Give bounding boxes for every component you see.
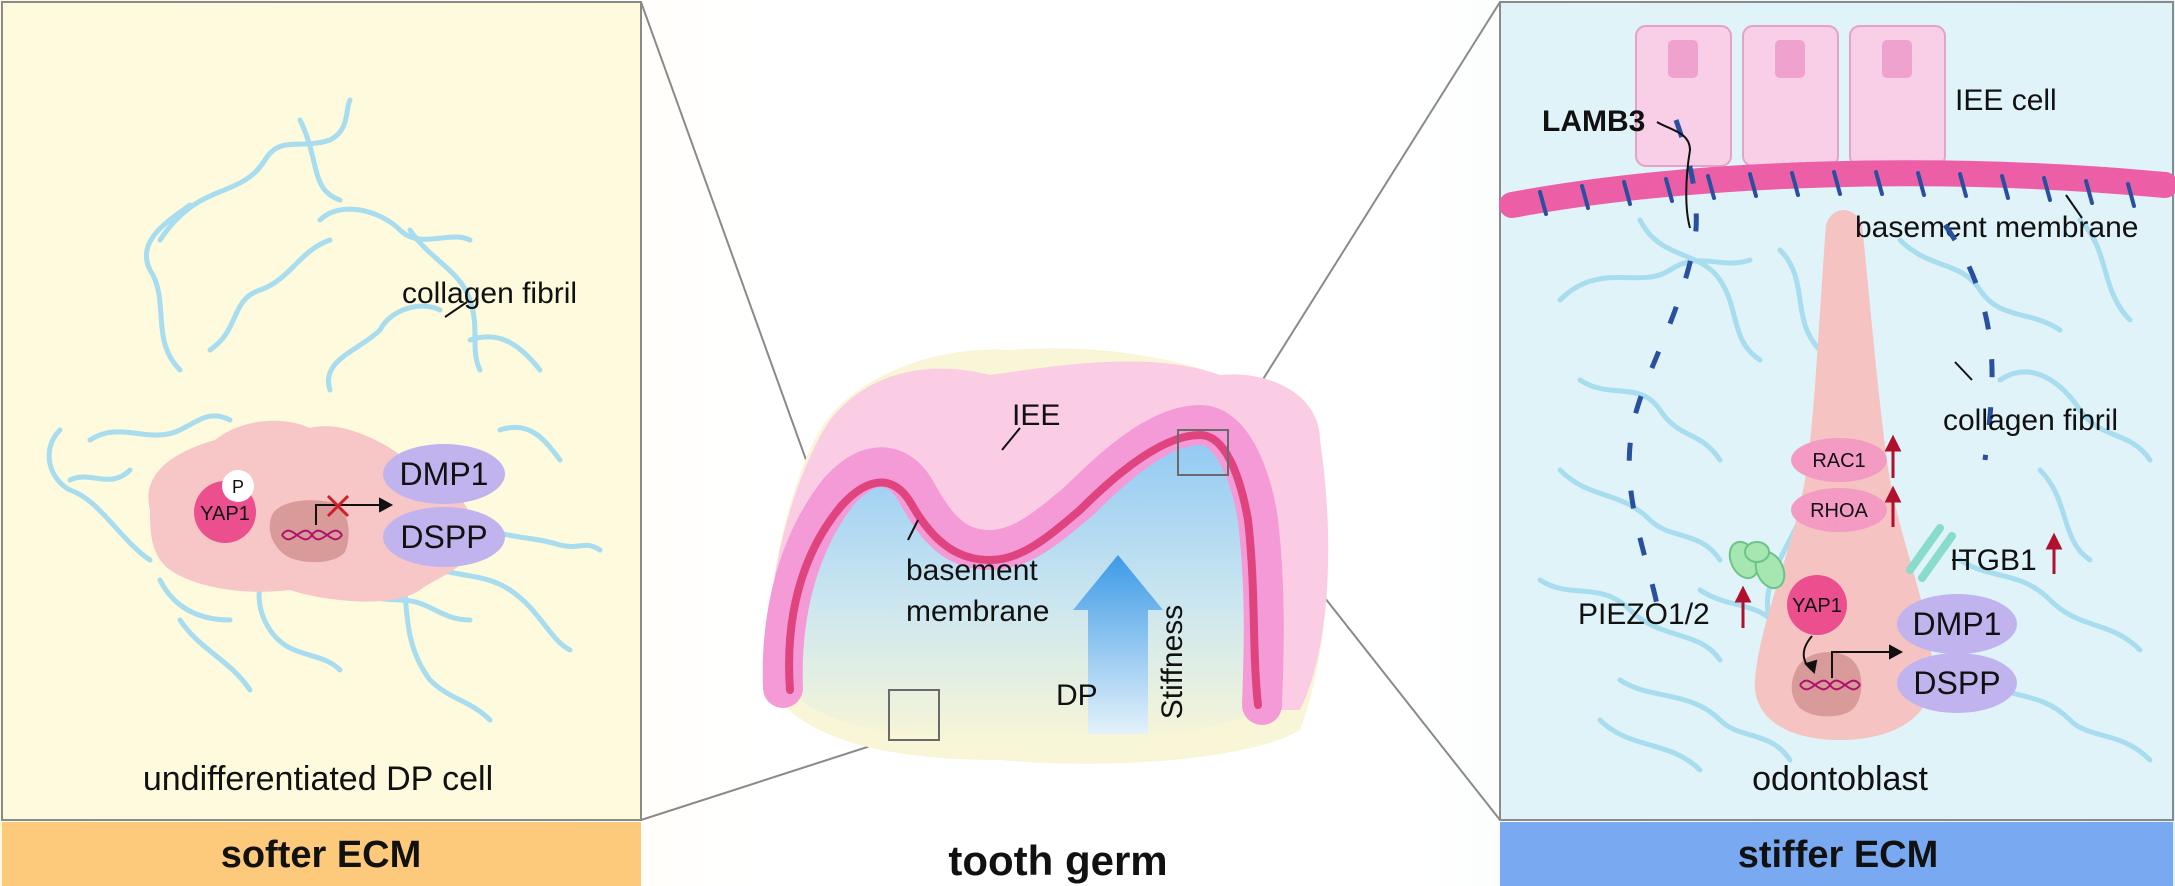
left-dspp-label: DSPP <box>400 519 487 555</box>
center-iee-label: IEE <box>1012 399 1060 432</box>
laminin-ticks-on-membrane <box>1538 170 2136 216</box>
iee-cell-row <box>1635 25 1946 167</box>
right-caption: odontoblast <box>1752 760 1928 798</box>
left-transcription-arrow <box>315 497 394 525</box>
itgb1-label: ITGB1 <box>1950 544 2037 577</box>
left-dmp1-bubble <box>383 444 505 504</box>
left-dmp1-label: DMP1 <box>400 456 489 492</box>
rac1-label: RAC1 <box>1812 450 1865 472</box>
itgb1-up-arrow-icon <box>2045 532 2063 574</box>
right-footer-bar <box>1500 822 2173 886</box>
left-caption: undifferentiated DP cell <box>143 760 493 798</box>
lamb3-pointer <box>1656 121 1692 229</box>
left-yap1-label: YAP1 <box>200 503 250 525</box>
rhoa-up-arrow-icon <box>1884 485 1902 527</box>
center-basement-membrane <box>785 430 1262 709</box>
right-collagen-label: collagen fibril <box>1943 404 2118 437</box>
rac1-bubble <box>1791 438 1887 482</box>
left-phospho-label: P <box>232 477 244 497</box>
stiffness-arrow <box>1073 555 1163 734</box>
zoom-line-right-top <box>1227 1 1501 436</box>
stiffness-label: Stiffness <box>1156 605 1189 720</box>
zoom-line-left-bottom <box>640 739 890 821</box>
right-dspp-bubble <box>1897 653 2017 713</box>
lamb3-dashed-fibers <box>1626 119 1995 621</box>
iee-pointer <box>1001 427 1021 451</box>
right-footer-label: stiffer ECM <box>1738 834 1939 876</box>
iee-nucleus-1 <box>1668 40 1698 78</box>
right-yap1-bubble <box>1787 575 1847 635</box>
left-phospho-bubble <box>222 470 254 502</box>
iee-cell-1 <box>1635 25 1732 167</box>
center-footer-label: tooth germ <box>948 837 1167 884</box>
iee-nucleus-2 <box>1775 40 1805 78</box>
center-bm-label-line1: basement <box>906 554 1038 587</box>
piezo-label: PIEZO1/2 <box>1578 598 1710 631</box>
piezo-up-arrow-icon <box>1734 585 1752 628</box>
right-bm-pointer <box>2065 194 2083 219</box>
left-blocked-mark-icon <box>326 494 350 518</box>
left-panel-background <box>1 1 642 821</box>
iee-band <box>762 404 1284 725</box>
right-dspp-label: DSPP <box>1913 665 2000 701</box>
right-dmp1-label: DMP1 <box>1913 606 2002 642</box>
iee-nucleus-3 <box>1882 40 1912 78</box>
left-collagen-pointer <box>444 301 468 318</box>
left-dna-icon <box>281 529 343 541</box>
left-footer-bar <box>2 822 641 886</box>
right-basement-membrane <box>1499 160 2175 218</box>
right-collagen-pointer <box>1954 361 1973 381</box>
right-nucleus <box>1791 652 1862 717</box>
center-panel: Stiffness IEE basement membrane DP tooth… <box>640 1 1501 884</box>
right-lamb3-label: LAMB3 <box>1542 105 1645 138</box>
left-footer-label: softer ECM <box>221 834 422 876</box>
right-collagen-fibrils <box>1537 217 2153 773</box>
zoom-box-right <box>1177 429 1229 476</box>
zoom-box-left <box>888 689 940 741</box>
right-bm-label: basement membrane <box>1855 211 2138 244</box>
right-panel: IEE cell basement membrane LAM <box>1499 1 2175 886</box>
right-transcription-arrow <box>1831 644 1904 678</box>
left-panel: collagen fibril YAP1 P DMP1 DSPP undiffe… <box>1 1 642 886</box>
bm-pointer <box>907 519 919 541</box>
left-dspp-bubble <box>383 507 505 567</box>
rhoa-label: RHOA <box>1810 500 1868 522</box>
right-yap1-label: YAP1 <box>1792 595 1842 617</box>
right-dmp1-bubble <box>1897 594 2017 654</box>
left-collagen-label: collagen fibril <box>402 277 577 310</box>
itgb1-receptor-icon <box>1906 524 1956 582</box>
left-collagen-fibrils <box>46 97 603 723</box>
right-iee-cell-label: IEE cell <box>1955 84 2057 117</box>
center-dp-label: DP <box>1056 679 1098 712</box>
rac1-up-arrow-icon <box>1884 434 1902 478</box>
center-bm-label-line2: membrane <box>906 595 1049 628</box>
yap1-nuclear-entry-arrow <box>1802 635 1818 675</box>
piezo-channel-icon <box>1728 540 1786 590</box>
right-dna-icon <box>1799 679 1861 691</box>
rhoa-bubble <box>1791 488 1887 532</box>
